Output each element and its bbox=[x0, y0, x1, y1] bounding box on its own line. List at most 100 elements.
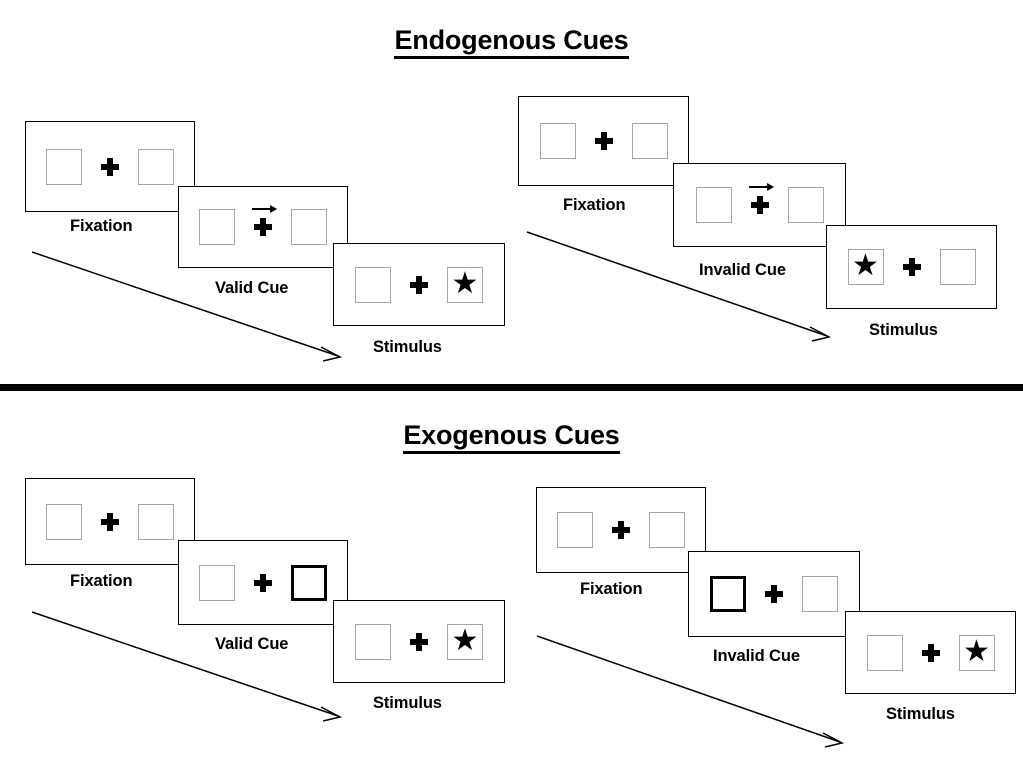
target-box-left[interactable] bbox=[355, 266, 391, 303]
target-box-right[interactable]: ★ bbox=[958, 634, 995, 671]
star-icon: ★ bbox=[451, 266, 479, 300]
caption-exogenous-valid-cue: Valid Cue bbox=[215, 635, 289, 653]
caption-exogenous-valid-fixation: Fixation bbox=[70, 572, 133, 590]
panel-endogenous-valid-cue[interactable] bbox=[178, 186, 348, 268]
target-box-left[interactable] bbox=[199, 209, 235, 245]
section-divider bbox=[0, 384, 1023, 391]
target-box-right[interactable]: ★ bbox=[447, 266, 483, 303]
caption-endogenous-valid-fixation: Fixation bbox=[70, 217, 133, 235]
panel-endogenous-invalid-cue[interactable] bbox=[673, 163, 846, 247]
panel-content bbox=[689, 552, 859, 636]
arrow-right-icon bbox=[252, 204, 278, 214]
section-title-exogenous-text: Exogenous Cues bbox=[403, 420, 620, 454]
fixation-area bbox=[900, 247, 924, 287]
target-box-left[interactable] bbox=[539, 123, 576, 159]
fixation-area bbox=[762, 574, 786, 614]
panel-exogenous-valid-stimulus[interactable]: ★ bbox=[333, 600, 505, 683]
fixation-area bbox=[609, 510, 633, 550]
target-box-left[interactable] bbox=[695, 187, 732, 223]
fixation-area bbox=[592, 121, 616, 161]
caption-exogenous-invalid-cue: Invalid Cue bbox=[713, 647, 800, 665]
caption-endogenous-invalid-fixation: Fixation bbox=[563, 196, 626, 214]
fixation-cross-icon bbox=[410, 275, 428, 294]
target-box-right[interactable] bbox=[649, 512, 685, 548]
target-box-right[interactable]: ★ bbox=[447, 623, 483, 660]
fixation-cross-icon bbox=[594, 132, 613, 150]
star-icon: ★ bbox=[963, 634, 990, 668]
panel-endogenous-valid-fixation[interactable] bbox=[25, 121, 195, 212]
fixation-cross-icon bbox=[410, 632, 428, 651]
panel-content: ★ bbox=[334, 601, 504, 682]
caption-exogenous-invalid-stimulus: Stimulus bbox=[886, 705, 955, 723]
target-box-left[interactable] bbox=[866, 634, 903, 671]
fixation-cross-icon bbox=[101, 157, 119, 176]
arrow-head bbox=[270, 204, 278, 213]
caption-endogenous-invalid-cue: Invalid Cue bbox=[699, 261, 786, 279]
target-box-left[interactable] bbox=[46, 503, 82, 540]
fixation-area bbox=[251, 204, 278, 247]
caption-exogenous-valid-stimulus: Stimulus bbox=[373, 694, 442, 712]
fixation-cross-icon bbox=[902, 258, 921, 276]
section-exogenous: Exogenous Cues Fixation Valid Cue bbox=[0, 392, 1023, 767]
panel-exogenous-invalid-fixation[interactable] bbox=[536, 487, 706, 573]
panel-endogenous-valid-stimulus[interactable]: ★ bbox=[333, 243, 505, 326]
arrow-head bbox=[766, 182, 774, 191]
fixation-cross-icon bbox=[750, 196, 769, 214]
caption-exogenous-invalid-fixation: Fixation bbox=[580, 580, 643, 598]
panel-content bbox=[519, 97, 688, 185]
section-title-endogenous-text: Endogenous Cues bbox=[394, 25, 629, 59]
target-box-left[interactable] bbox=[557, 512, 593, 548]
fixation-area bbox=[98, 502, 122, 542]
target-box-right[interactable] bbox=[291, 209, 327, 245]
target-box-left[interactable] bbox=[46, 148, 82, 185]
panel-endogenous-invalid-stimulus[interactable]: ★ bbox=[826, 225, 997, 309]
fixation-cross-icon bbox=[254, 573, 272, 592]
target-box-right-cued[interactable] bbox=[291, 564, 327, 601]
panel-exogenous-invalid-cue[interactable] bbox=[688, 551, 860, 637]
flow-arrow-exogenous-invalid bbox=[536, 635, 845, 748]
target-box-left-cued[interactable] bbox=[710, 576, 746, 612]
fixation-cross-icon bbox=[612, 521, 630, 539]
flow-arrow-exogenous-valid bbox=[31, 611, 343, 722]
fixation-area bbox=[407, 622, 431, 662]
fixation-area bbox=[407, 265, 431, 305]
fixation-cross-icon bbox=[101, 512, 119, 531]
panel-exogenous-valid-fixation[interactable] bbox=[25, 478, 195, 565]
fixation-cross-icon bbox=[921, 643, 940, 662]
target-box-right[interactable] bbox=[138, 148, 174, 185]
star-icon: ★ bbox=[852, 249, 879, 282]
star-icon: ★ bbox=[451, 623, 479, 657]
panel-exogenous-invalid-stimulus[interactable]: ★ bbox=[845, 611, 1016, 694]
panel-content bbox=[26, 479, 194, 564]
target-box-right[interactable] bbox=[138, 503, 174, 540]
panel-content bbox=[674, 164, 845, 246]
panel-exogenous-valid-cue[interactable] bbox=[178, 540, 348, 625]
panel-content: ★ bbox=[846, 612, 1015, 693]
target-box-left[interactable] bbox=[355, 623, 391, 660]
arrow-shaft bbox=[748, 186, 769, 188]
caption-endogenous-invalid-stimulus: Stimulus bbox=[869, 321, 938, 339]
arrow-shaft bbox=[252, 208, 273, 210]
target-box-right[interactable] bbox=[802, 576, 838, 612]
fixation-area bbox=[251, 563, 275, 603]
arrow-right-icon bbox=[748, 182, 775, 192]
panel-content bbox=[179, 187, 347, 267]
caption-endogenous-valid-cue: Valid Cue bbox=[215, 279, 289, 297]
target-box-left[interactable] bbox=[199, 564, 235, 601]
caption-endogenous-valid-stimulus: Stimulus bbox=[373, 338, 442, 356]
panel-content bbox=[26, 122, 194, 211]
target-box-left[interactable]: ★ bbox=[847, 249, 884, 285]
fixation-area bbox=[748, 182, 775, 225]
fixation-cross-icon bbox=[254, 218, 272, 236]
target-box-right[interactable] bbox=[939, 249, 976, 285]
fixation-cross-icon bbox=[765, 585, 783, 603]
fixation-area bbox=[98, 147, 122, 187]
target-box-right[interactable] bbox=[631, 123, 668, 159]
target-box-right[interactable] bbox=[787, 187, 824, 223]
panel-content: ★ bbox=[827, 226, 996, 308]
section-title-exogenous: Exogenous Cues bbox=[0, 420, 1023, 454]
panel-endogenous-invalid-fixation[interactable] bbox=[518, 96, 689, 186]
panel-content bbox=[179, 541, 347, 624]
panel-content bbox=[537, 488, 705, 572]
panel-content: ★ bbox=[334, 244, 504, 325]
